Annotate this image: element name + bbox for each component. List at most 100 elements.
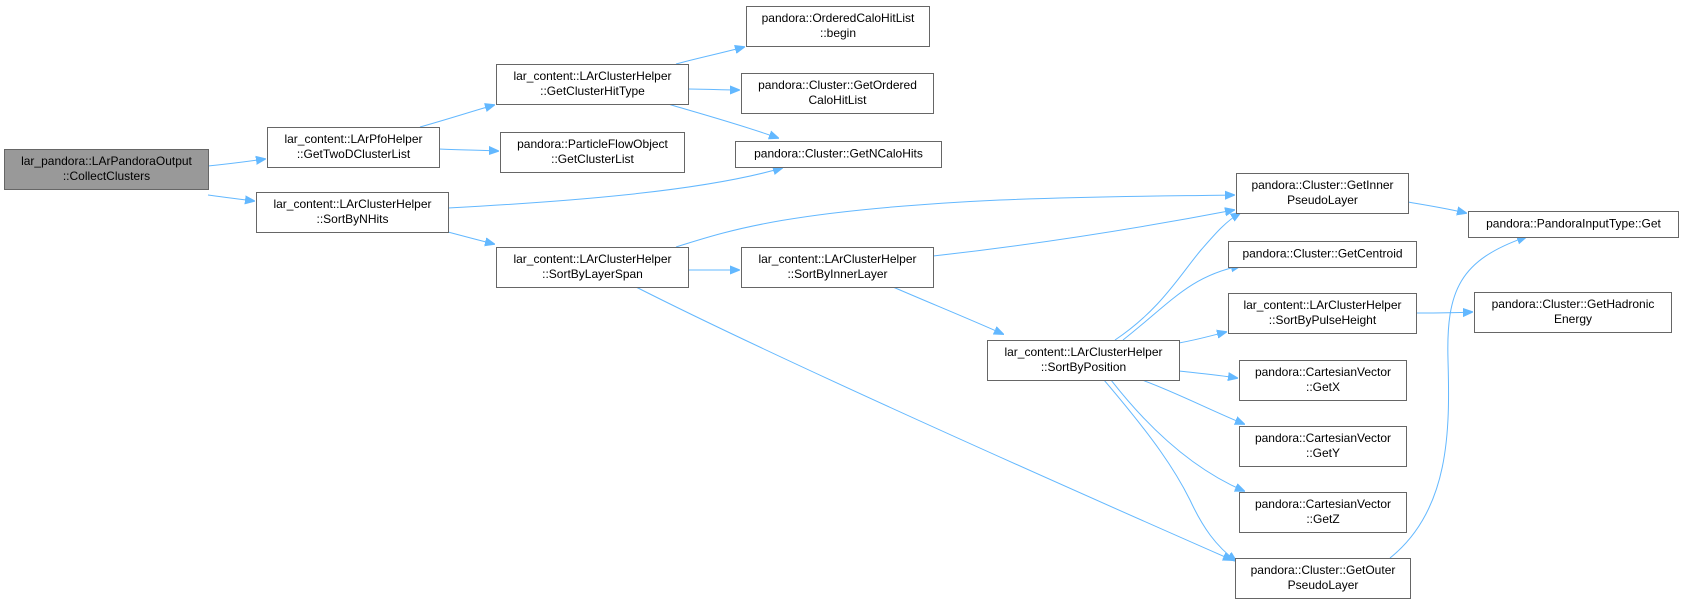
edge-position-to-getx bbox=[1178, 370, 1237, 378]
edge-twod-to-hittype bbox=[419, 105, 494, 128]
node-collect[interactable]: lar_pandora::LArPandoraOutput::CollectCl… bbox=[4, 149, 209, 190]
node-box bbox=[496, 64, 689, 105]
edge-innerlayer-to-position bbox=[892, 286, 1003, 334]
node-label-line: lar_content::LArPfoHelper bbox=[284, 132, 422, 146]
edge-position-to-getz bbox=[1110, 379, 1244, 491]
edge-position-to-gety bbox=[1141, 379, 1244, 424]
node-getx[interactable]: pandora::CartesianVector::GetX bbox=[1239, 360, 1407, 401]
node-gety[interactable]: pandora::CartesianVector::GetY bbox=[1239, 426, 1407, 467]
node-label-line: ::GetZ bbox=[1306, 512, 1339, 526]
node-label-line: pandora::CartesianVector bbox=[1255, 431, 1391, 445]
node-label-line: PseudoLayer bbox=[1287, 193, 1358, 207]
node-label-line: pandora::ParticleFlowObject bbox=[517, 137, 668, 151]
node-inputget[interactable]: pandora::PandoraInputType::Get bbox=[1468, 211, 1679, 238]
edge-pulse-to-hadronic bbox=[1415, 312, 1472, 313]
node-position[interactable]: lar_content::LArClusterHelper::SortByPos… bbox=[987, 340, 1180, 381]
node-label-line: ::GetClusterHitType bbox=[540, 84, 645, 98]
node-label-line: ::GetX bbox=[1306, 380, 1340, 394]
node-hittype[interactable]: lar_content::LArClusterHelper::GetCluste… bbox=[496, 64, 689, 105]
node-box bbox=[1235, 558, 1411, 599]
edge-layerspan-to-getinner bbox=[675, 195, 1234, 248]
node-label-line: Energy bbox=[1554, 312, 1592, 326]
node-label-line: pandora::Cluster::GetHadronic bbox=[1492, 297, 1655, 311]
node-label-line: pandora::CartesianVector bbox=[1255, 497, 1391, 511]
node-label-line: lar_pandora::LArPandoraOutput bbox=[21, 154, 192, 168]
node-pulse[interactable]: lar_content::LArClusterHelper::SortByPul… bbox=[1228, 293, 1417, 334]
node-label-line: ::SortByPosition bbox=[1041, 360, 1126, 374]
node-label-line: lar_content::LArClusterHelper bbox=[1243, 298, 1401, 312]
edge-position-to-centroid bbox=[1122, 266, 1240, 341]
node-box bbox=[746, 6, 930, 47]
node-box bbox=[741, 73, 934, 114]
node-label-line: ::CollectClusters bbox=[63, 169, 150, 183]
node-label-line: pandora::Cluster::GetNCaloHits bbox=[754, 147, 923, 161]
node-box bbox=[735, 141, 942, 168]
node-box bbox=[987, 340, 1180, 381]
node-label-line: PseudoLayer bbox=[1288, 578, 1359, 592]
node-label-line: pandora::CartesianVector bbox=[1255, 365, 1391, 379]
edge-sortnhits-to-ncalo bbox=[447, 168, 782, 209]
edge-position-to-pulse bbox=[1178, 332, 1226, 344]
edge-twod-to-pfoclist bbox=[438, 149, 498, 151]
node-centroid[interactable]: pandora::Cluster::GetCentroid bbox=[1228, 241, 1417, 268]
node-label-line: pandora::PandoraInputType::Get bbox=[1486, 217, 1661, 231]
edges-layer bbox=[207, 47, 1526, 561]
node-begin[interactable]: pandora::OrderedCaloHitList::begin bbox=[746, 6, 930, 47]
edge-hittype-to-ncalo bbox=[667, 103, 778, 138]
node-label-line: lar_content::LArClusterHelper bbox=[513, 252, 671, 266]
edge-sortnhits-to-layerspan bbox=[447, 231, 494, 244]
node-box bbox=[1468, 211, 1679, 238]
node-label-line: ::SortByPulseHeight bbox=[1269, 313, 1377, 327]
edge-layerspan-to-getouter bbox=[635, 286, 1232, 560]
node-sortnhits[interactable]: lar_content::LArClusterHelper::SortByNHi… bbox=[256, 192, 449, 233]
node-box bbox=[267, 127, 440, 168]
edge-collect-to-twod bbox=[207, 159, 265, 167]
node-label-line: lar_content::LArClusterHelper bbox=[513, 69, 671, 83]
node-label-line: ::SortByLayerSpan bbox=[542, 267, 643, 281]
node-box bbox=[1228, 293, 1417, 334]
node-box bbox=[1236, 173, 1409, 214]
node-label-line: pandora::Cluster::GetInner bbox=[1251, 178, 1393, 192]
node-ncalo[interactable]: pandora::Cluster::GetNCaloHits bbox=[735, 141, 942, 168]
node-box bbox=[4, 149, 209, 190]
edge-getouter-to-inputget bbox=[1389, 237, 1526, 559]
node-box bbox=[496, 247, 689, 288]
node-layerspan[interactable]: lar_content::LArClusterHelper::SortByLay… bbox=[496, 247, 689, 288]
node-label-line: lar_content::LArClusterHelper bbox=[758, 252, 916, 266]
edge-innerlayer-to-getinner bbox=[932, 210, 1234, 257]
node-twod[interactable]: lar_content::LArPfoHelper::GetTwoDCluste… bbox=[267, 127, 440, 168]
node-label-line: pandora::Cluster::GetOuter bbox=[1251, 563, 1396, 577]
node-box bbox=[1239, 426, 1407, 467]
node-label-line: ::GetClusterList bbox=[551, 152, 634, 166]
edge-getinner-to-inputget bbox=[1407, 201, 1466, 213]
node-box bbox=[1228, 241, 1417, 268]
node-label-line: lar_content::LArClusterHelper bbox=[1004, 345, 1162, 359]
edge-position-to-getouter bbox=[1103, 379, 1236, 561]
nodes-layer: lar_pandora::LArPandoraOutput::CollectCl… bbox=[4, 6, 1679, 599]
node-box bbox=[1239, 492, 1407, 533]
node-label-line: CaloHitList bbox=[808, 93, 867, 107]
node-box bbox=[741, 247, 934, 288]
node-label-line: ::SortByNHits bbox=[316, 212, 388, 226]
node-box bbox=[500, 132, 685, 173]
node-innerlayer[interactable]: lar_content::LArClusterHelper::SortByInn… bbox=[741, 247, 934, 288]
edge-position-to-getinner bbox=[1114, 213, 1240, 341]
edge-hittype-to-begin bbox=[675, 47, 744, 65]
node-label-line: ::GetTwoDClusterList bbox=[297, 147, 411, 161]
node-pfoclist[interactable]: pandora::ParticleFlowObject::GetClusterL… bbox=[500, 132, 685, 173]
edge-collect-to-sortnhits bbox=[207, 194, 254, 201]
node-label-line: pandora::Cluster::GetOrdered bbox=[758, 78, 917, 92]
edge-hittype-to-ordered bbox=[687, 89, 739, 90]
node-label-line: pandora::OrderedCaloHitList bbox=[762, 11, 915, 25]
node-label-line: ::SortByInnerLayer bbox=[787, 267, 887, 281]
node-getz[interactable]: pandora::CartesianVector::GetZ bbox=[1239, 492, 1407, 533]
node-label-line: ::GetY bbox=[1306, 446, 1340, 460]
node-label-line: ::begin bbox=[820, 26, 856, 40]
node-box bbox=[1239, 360, 1407, 401]
node-box bbox=[1474, 292, 1672, 333]
